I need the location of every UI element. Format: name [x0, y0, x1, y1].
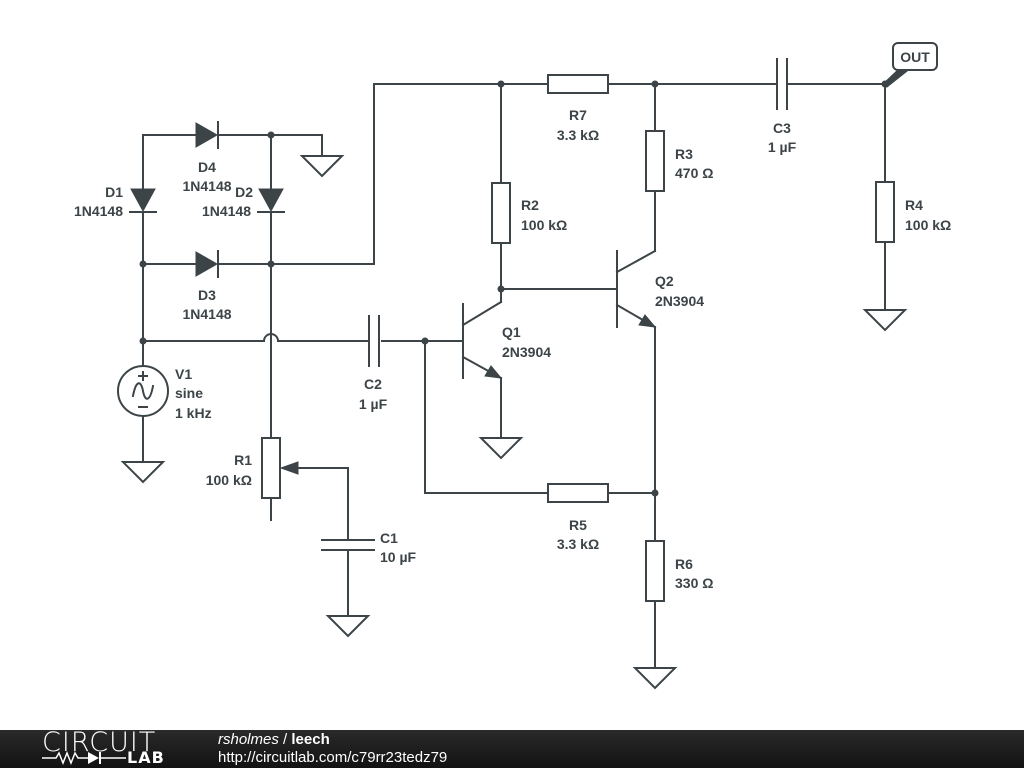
d2-name: D2 [235, 184, 253, 200]
resistor-diode-icon [42, 751, 126, 765]
wiper-arrow-icon [279, 461, 299, 475]
capacitor-c3[interactable]: C3 1 µF [768, 58, 797, 155]
d3-value: 1N4148 [182, 306, 231, 322]
ground-icon [632, 667, 678, 690]
ground-icon [120, 461, 166, 484]
junction [267, 260, 275, 268]
ground-icon [325, 615, 371, 638]
resistor-r3[interactable]: R3 470 Ω [645, 130, 713, 192]
q2-name: Q2 [655, 273, 674, 289]
d1-name: D1 [105, 184, 123, 200]
potentiometer-r1[interactable]: R1 100 kΩ [206, 437, 299, 499]
resistor-icon [875, 181, 895, 243]
r1-name: R1 [234, 452, 252, 468]
c3-value: 1 µF [768, 139, 797, 155]
diode-d4[interactable]: D4 1N4148 [182, 121, 232, 194]
c2-value: 1 µF [359, 396, 388, 412]
q2-value: 2N3904 [655, 293, 704, 309]
junction [651, 80, 659, 88]
resistor-r5[interactable]: R5 3.3 kΩ [547, 483, 609, 552]
junction [139, 260, 147, 268]
capacitor-c1[interactable]: C1 10 µF [321, 530, 417, 565]
footer-bar: CIRCUIT LAB rsholmes / leech http://circ… [0, 727, 1024, 768]
project-separator: / [278, 731, 292, 748]
ground-icon [299, 155, 345, 178]
r7-name: R7 [569, 107, 587, 123]
v1-type: sine [175, 385, 203, 401]
logo-text-circuit: CIRCUIT [42, 727, 157, 758]
resistor-icon [547, 74, 609, 94]
project-url-link[interactable]: http://circuitlab.com/c79rr23tedz79 [218, 749, 448, 766]
resistor-icon [547, 483, 609, 503]
diode-d3[interactable]: D3 1N4148 [182, 250, 232, 322]
r6-value: 330 Ω [675, 575, 713, 591]
project-title: rsholmes / leech [218, 731, 330, 748]
r4-name: R4 [905, 197, 923, 213]
junction [139, 337, 147, 345]
resistor-r7[interactable]: R7 3.3 kΩ [547, 74, 609, 143]
resistor-r4[interactable]: R4 100 kΩ [875, 181, 951, 243]
r4-value: 100 kΩ [905, 217, 951, 233]
d1-value: 1N4148 [74, 203, 123, 219]
r3-value: 470 Ω [675, 165, 713, 181]
d2-value: 1N4148 [202, 203, 251, 219]
wires [142, 83, 886, 669]
r1-value: 100 kΩ [206, 472, 252, 488]
c2-name: C2 [364, 376, 382, 392]
junction [421, 337, 429, 345]
output-label[interactable]: OUT [883, 42, 938, 88]
project-name-link[interactable]: leech [291, 731, 330, 748]
diode-icon [195, 122, 219, 148]
diode-d1[interactable]: D1 1N4148 [74, 184, 157, 219]
resistor-icon [491, 182, 511, 244]
resistor-r2[interactable]: R2 100 kΩ [491, 182, 567, 244]
ground-icon [862, 309, 908, 332]
ground-icon [478, 437, 524, 460]
q1-value: 2N3904 [502, 344, 551, 360]
resistor-r6[interactable]: R6 330 Ω [645, 540, 713, 602]
c1-name: C1 [380, 530, 398, 546]
junction [497, 285, 505, 293]
wire-feedback-r5 [424, 340, 549, 494]
diode-icon [130, 188, 156, 213]
d4-value: 1N4148 [182, 178, 231, 194]
r2-name: R2 [521, 197, 539, 213]
q1-name: Q1 [502, 324, 521, 340]
diode-icon [258, 188, 284, 213]
wire-bridge-to-rail [270, 83, 549, 265]
project-user-link[interactable]: rsholmes [218, 731, 279, 748]
d4-name: D4 [198, 159, 216, 175]
d3-name: D3 [198, 287, 216, 303]
wire-d1-d4 [142, 134, 197, 189]
wire-wiper-c1 [289, 467, 349, 541]
r7-value: 3.3 kΩ [557, 127, 599, 143]
c1-value: 10 µF [380, 549, 417, 565]
r5-value: 3.3 kΩ [557, 536, 599, 552]
resistor-icon [645, 540, 665, 602]
wire-d4-ground [217, 134, 323, 157]
capacitor-c2[interactable]: C2 1 µF [359, 315, 388, 412]
v1-name: V1 [175, 366, 192, 382]
transistor-q2[interactable]: Q2 2N3904 [615, 249, 704, 329]
r3-name: R3 [675, 146, 693, 162]
junction [651, 489, 659, 497]
resistor-icon [645, 130, 665, 192]
logo-text-lab: LAB [127, 748, 165, 767]
r2-value: 100 kΩ [521, 217, 567, 233]
c3-name: C3 [773, 120, 791, 136]
v1-value: 1 kHz [175, 405, 212, 421]
junction [497, 80, 505, 88]
schematic-canvas: D4 1N4148 D1 1N4148 D2 1N4148 D3 1N4148 … [74, 42, 951, 690]
resistor-icon [261, 437, 281, 499]
circuitlab-logo[interactable]: CIRCUIT LAB [40, 727, 180, 768]
r6-name: R6 [675, 556, 693, 572]
grounds [120, 155, 908, 690]
output-text: OUT [900, 49, 930, 65]
voltage-source-v1[interactable]: V1 sine 1 kHz [117, 365, 212, 421]
transistor-q1[interactable]: Q1 2N3904 [461, 300, 551, 380]
r5-name: R5 [569, 517, 587, 533]
diode-d2[interactable]: D2 1N4148 [202, 184, 285, 219]
junction [267, 131, 275, 139]
diode-icon [195, 251, 219, 277]
